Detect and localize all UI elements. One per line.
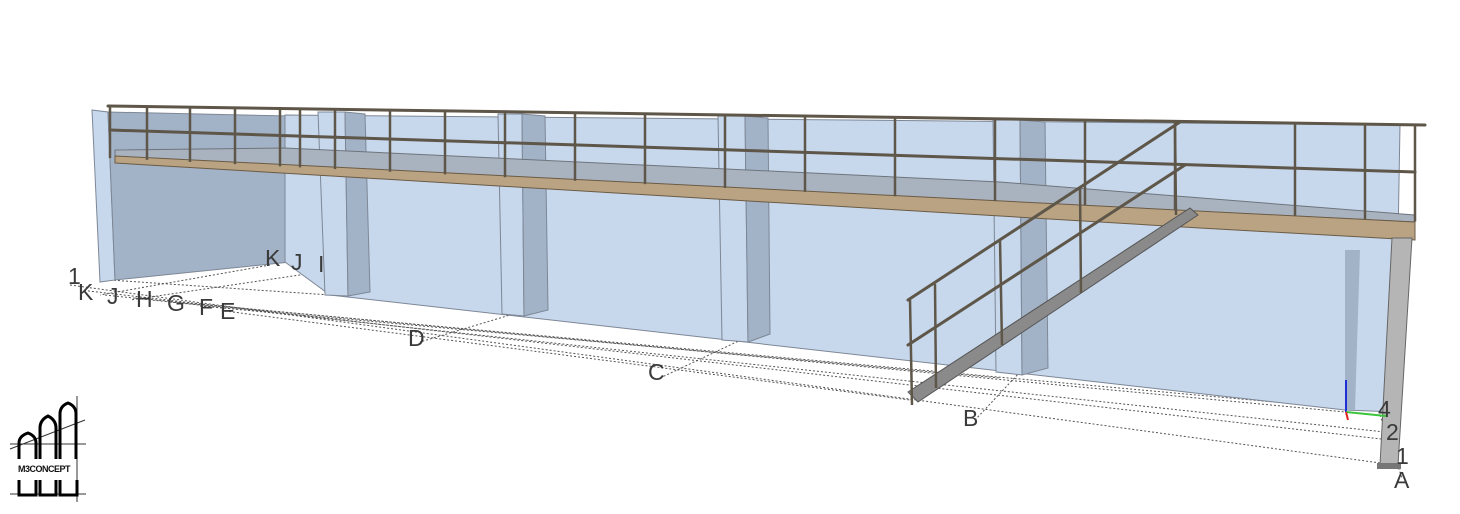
grid-labels: 1 K J H G F E K J I D C B 4 2 1 A xyxy=(68,245,1410,493)
grid-label: E xyxy=(220,298,235,324)
column-base-plate xyxy=(1377,463,1401,469)
grid-label: K xyxy=(265,245,281,271)
walkway-deck xyxy=(114,147,1416,241)
grid-label: 4 xyxy=(1378,396,1391,422)
grid-label: 2 xyxy=(1386,419,1399,445)
back-wall-shade xyxy=(1345,250,1360,410)
grid-label: D xyxy=(408,325,425,351)
grid-label: G xyxy=(167,290,185,316)
grid-label: K xyxy=(78,279,94,305)
grid-label: 1 xyxy=(1396,443,1409,469)
grid-label: J xyxy=(107,283,119,309)
grid-label: 1 xyxy=(68,263,81,289)
grid-label: H xyxy=(136,286,153,312)
walkway-railing xyxy=(106,104,1427,222)
grid-label: I xyxy=(318,251,324,277)
grid-label: F xyxy=(199,294,213,320)
svg-text:M3CONCEPT: M3CONCEPT xyxy=(18,464,71,474)
stair xyxy=(906,120,1199,406)
grid-label: J xyxy=(291,249,303,275)
company-logo: M3CONCEPT xyxy=(9,396,86,502)
grid-label: C xyxy=(648,359,665,385)
grid-label: A xyxy=(1394,467,1410,493)
axis-gizmo xyxy=(1345,380,1387,421)
grid-label: B xyxy=(963,405,978,431)
